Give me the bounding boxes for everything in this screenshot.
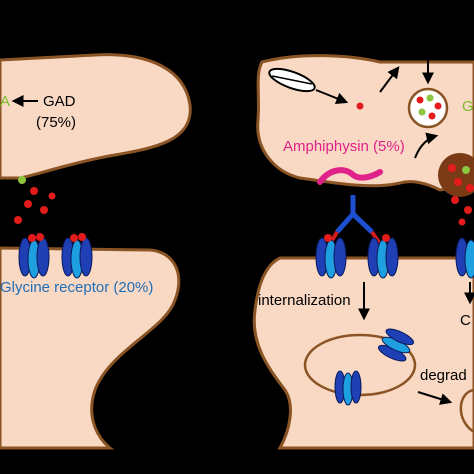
glycine-receptor-label: Glycine receptor (20%) [0, 279, 153, 296]
endosome-receptor-bottom [334, 370, 362, 406]
left-cut-letter: A [0, 93, 10, 110]
antibody [328, 195, 382, 246]
right-glycine-receptor-2 [367, 234, 399, 279]
endocytosis-cluster [438, 153, 474, 226]
syringe-icon [268, 67, 316, 93]
arrow-to-top [379, 66, 400, 93]
gad-percent-label: (75%) [36, 114, 76, 131]
synaptic-vesicle-pool [407, 87, 449, 129]
antigen-dot [356, 102, 364, 110]
lysosome-edge [459, 388, 474, 434]
left-released-vesicles [14, 176, 56, 224]
left-glycine-receptor-2 [61, 233, 93, 279]
left-postsynaptic-cell [0, 246, 181, 450]
degradation-label: degrad [420, 367, 467, 384]
right-cut-letter-black: C [460, 312, 471, 329]
right-cut-letter-green: G [462, 98, 474, 115]
internalization-label: internalization [258, 292, 351, 309]
endosome-receptor-top [377, 328, 415, 362]
left-presynaptic-terminal [0, 53, 192, 180]
right-postsynaptic-cell [252, 256, 474, 450]
right-glycine-receptor-1 [315, 234, 347, 279]
amphiphysin-label: Amphiphysin (5%) [283, 138, 405, 155]
syringe-arrow [315, 89, 349, 105]
gad-label: GAD [43, 93, 76, 110]
amphiphysin-arc-arrow [414, 132, 439, 159]
amphiphysin-protein [317, 167, 383, 185]
right-glycine-receptor-3 [455, 237, 474, 279]
degradation-arrow [417, 391, 453, 405]
left-glycine-receptor-1 [18, 233, 50, 279]
